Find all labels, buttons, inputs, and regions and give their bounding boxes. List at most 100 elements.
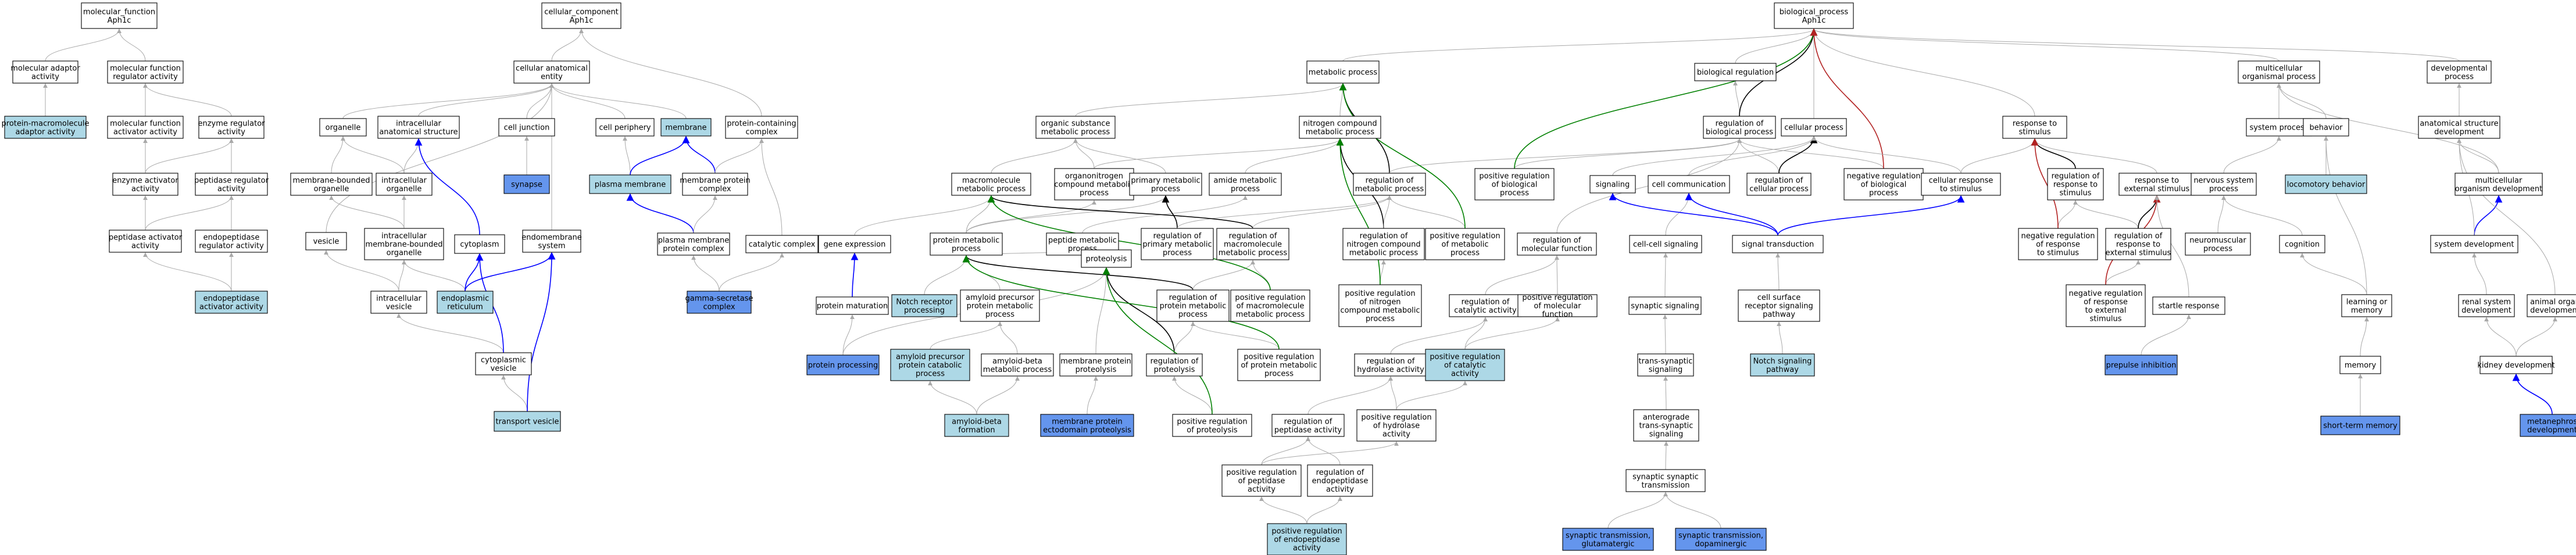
go-term-node-tv[interactable]: transport vesicle (494, 411, 561, 432)
go-term-node-std[interactable]: synaptic transmission,dopaminergic (1675, 528, 1767, 551)
go-term-node-pm[interactable]: plasma membrane (589, 174, 671, 194)
go-term-node-stg[interactable]: synaptic transmission,glutamatergic (1562, 528, 1654, 551)
go-term-node-breg[interactable]: biological regulation (1694, 63, 1777, 81)
go-term-node-cellp[interactable]: cellular process (1781, 118, 1847, 137)
go-term-node-pmat[interactable]: protein maturation (816, 296, 889, 315)
go-term-node-sysdev[interactable]: system development (2430, 235, 2518, 253)
go-term-node-vesicle[interactable]: vesicle (305, 232, 347, 250)
go-term-node-cellcomm[interactable]: cell communication (1648, 175, 1730, 194)
go-term-node-memory[interactable]: memory (2339, 356, 2381, 374)
go-term-node-proteolysis[interactable]: proteolysis (1081, 249, 1132, 268)
go-term-node-kd[interactable]: kidney development (2477, 356, 2555, 374)
go-term-node-pproc[interactable]: protein processing (806, 355, 880, 375)
go-term-node-synapse[interactable]: synapse (503, 174, 550, 194)
go-term-node-cyto[interactable]: cytoplasm (454, 234, 505, 254)
go-term-node-behav[interactable]: behavior (2303, 118, 2349, 137)
go-term-node-pi[interactable]: prepulse inhibition (2105, 355, 2178, 375)
go-term-node-memb[interactable]: membrane (660, 118, 712, 137)
go-term-node-ge[interactable]: gene expression (818, 235, 891, 253)
go-term-node-cp[interactable]: cell periphery (595, 118, 655, 137)
go-term-node-cognition[interactable]: cognition (2279, 235, 2325, 253)
go-term-node-syns[interactable]: synaptic signaling (1628, 296, 1702, 315)
go-term-node-ccs[interactable]: cell-cell signaling (1629, 235, 1702, 253)
go-term-node-catc[interactable]: catalytic complex (745, 235, 819, 253)
go-term-node-st[interactable]: signal transduction (1732, 235, 1824, 253)
go-term-node-stm[interactable]: short-term memory (2320, 416, 2400, 435)
